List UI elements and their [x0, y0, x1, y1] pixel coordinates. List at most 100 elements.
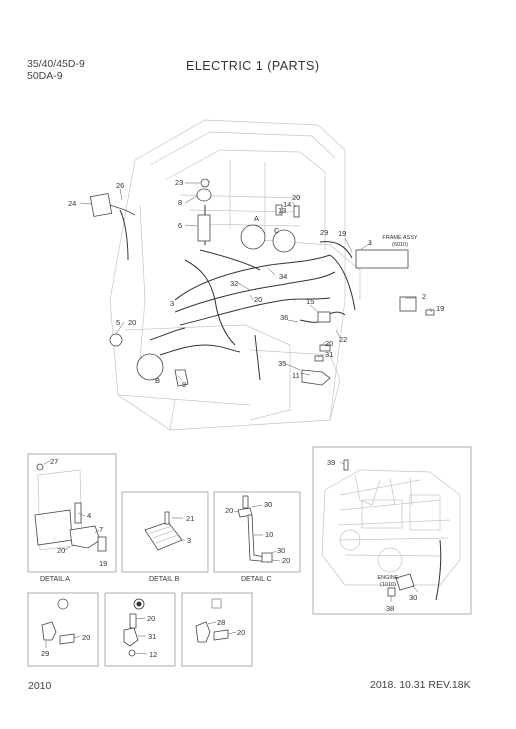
small-box-1-drawing [41, 598, 81, 648]
engine-detail-box [312, 446, 472, 615]
small-box-2-drawing [123, 598, 148, 657]
engine-drawing [321, 459, 461, 602]
small-box-3 [181, 592, 253, 667]
part-24 [314, 355, 324, 362]
detail-a-callouts: 27 4 7 20 19 [50, 457, 107, 568]
part-19-right [425, 309, 435, 316]
detail-c-callout-10: 10 [265, 530, 273, 539]
bracket-2 [399, 296, 417, 312]
part-26 [200, 178, 210, 188]
detail-c-ring [272, 229, 296, 253]
detail-a-callout-19: 19 [99, 559, 107, 568]
model-numbers: 35/40/45D-9 50DA-9 [27, 58, 85, 82]
small-box-2-callout-12: 12 [149, 650, 157, 659]
part-20-top [293, 205, 300, 218]
engine-callout-30: 30 [409, 593, 417, 602]
callout-32: 34 [279, 272, 287, 281]
revision-info: 2018. 10.31 REV.18K [370, 679, 471, 691]
callout-2: 2 [422, 292, 426, 301]
model-line-1: 35/40/45D-9 [27, 58, 85, 70]
leader-lines [79, 182, 433, 381]
callout-33: 24 [68, 199, 76, 208]
callout-20-left: 20 [128, 318, 136, 327]
callout-19-right: 19 [436, 304, 444, 313]
switch-9 [196, 188, 212, 202]
detail-c-caption: DETAIL C [241, 576, 272, 583]
callout-22: 20 [325, 339, 333, 348]
detail-a-caption: DETAIL A [40, 576, 70, 583]
engine-note: ENGINE (1010) [368, 575, 408, 589]
small-box-3-drawing [195, 598, 237, 643]
small-box-2 [104, 592, 176, 667]
small-box-3-callout-20: 20 [237, 628, 245, 637]
small-box-3-callout-28: 28 [217, 618, 225, 627]
detail-b-box [121, 491, 209, 573]
part-15 [275, 204, 283, 216]
engine-note-line-1: ENGINE [377, 575, 399, 581]
engine-callout-38: 38 [386, 604, 394, 613]
detail-b-callouts: 21 3 [186, 514, 194, 545]
small-box-3-callouts: 28 20 [217, 618, 245, 637]
callout-15: 14 [283, 200, 291, 209]
page-title: ELECTRIC 1 (PARTS) [186, 59, 320, 73]
small-box-1-callouts: 20 29 [41, 633, 90, 658]
main-callout-labels: 24 26 23 8 6 20 14 13 A C 29 19 1 2 19 3… [68, 178, 444, 389]
detail-a-callout-20: 20 [57, 546, 65, 555]
part-16 [317, 311, 331, 323]
detail-a-drawing [34, 460, 107, 552]
detail-b-drawing [144, 511, 185, 551]
small-box-1 [27, 592, 99, 667]
callout-26: 23 [175, 178, 183, 187]
detail-a-callout-27: 27 [50, 457, 58, 466]
detail-c-callouts: 30 20 10 30 20 [225, 500, 290, 565]
engine-note-line-2: (1010) [380, 582, 396, 588]
detail-a-callout-7: 7 [99, 525, 103, 534]
part-22 [319, 344, 331, 352]
small-box-1-callout-20: 20 [82, 633, 90, 642]
target-symbol-dot [136, 601, 142, 607]
small-box-2-callout-20: 20 [147, 614, 155, 623]
callout-5: 3 [170, 299, 174, 308]
model-line-2: 50DA-9 [27, 70, 63, 82]
callout-23: 22 [339, 335, 347, 344]
callout-9: 8 [178, 198, 182, 207]
frame-assy-note: FRAME ASSY (6010) [374, 235, 426, 249]
frame-assy-line-2: (6010) [392, 242, 408, 248]
frame-assy-line-1: FRAME ASSY [382, 235, 418, 241]
detail-a-callout-4: 4 [87, 511, 91, 520]
callout-24: 31 [325, 350, 333, 359]
detail-c-callout-20-top: 20 [225, 506, 233, 515]
callout-34: 26 [116, 181, 124, 190]
horn-8 [109, 333, 123, 347]
lamp-33 [89, 193, 113, 217]
small-box-2-callout-31: 31 [148, 632, 156, 641]
callout-36: 36 [280, 313, 288, 322]
callout-C: C [274, 226, 280, 235]
callout-13: 11 [292, 371, 300, 380]
callout-14: 13 [278, 206, 286, 215]
small-box-2-callouts: 20 31 12 [147, 614, 157, 659]
callout-20-top: 20 [292, 193, 300, 202]
callout-11: 9 [182, 380, 186, 389]
page-number: 2010 [28, 680, 52, 692]
detail-b-ring [136, 353, 164, 381]
open-circle-symbol [57, 598, 69, 610]
callout-31: 32 [230, 279, 238, 288]
detail-c-drawing [233, 495, 281, 563]
detail-a-ring [240, 224, 266, 250]
callout-20-mid: 20 [254, 295, 262, 304]
callout-1: 1 [368, 238, 372, 247]
callout-19-top: 19 [338, 229, 346, 238]
engine-callouts: 39 30 38 [327, 458, 417, 613]
lamp-bracket-34 [109, 204, 136, 216]
callout-35: 35 [278, 359, 286, 368]
square-symbol [211, 598, 222, 609]
callout-16: 15 [306, 297, 314, 306]
frame-assy-box [355, 249, 409, 269]
callout-A: A [254, 214, 259, 223]
truck-outline [109, 119, 361, 431]
components [89, 178, 435, 387]
detail-b-callout-21: 21 [186, 514, 194, 523]
detail-b-callout-3: 3 [187, 536, 191, 545]
